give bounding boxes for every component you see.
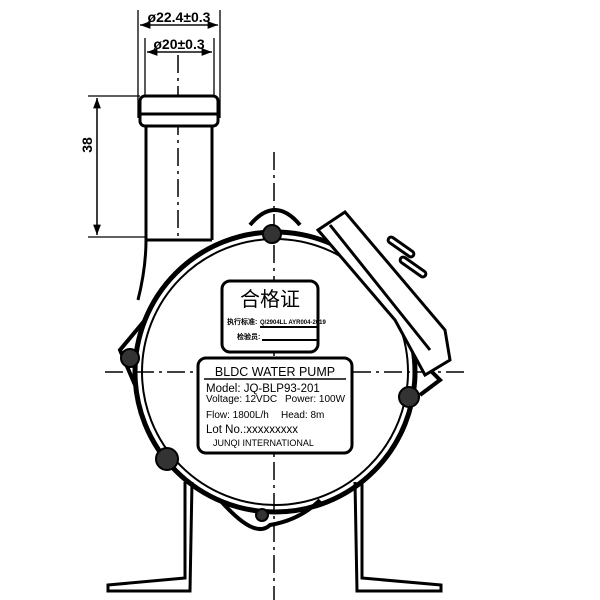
standard-value: Q/2904LL AYR004-2019 bbox=[260, 320, 326, 326]
model: Model: JQ-BLP93-201 bbox=[206, 383, 320, 395]
dimension-lines bbox=[88, 10, 221, 238]
flow: Flow: 1800L/h bbox=[206, 410, 269, 421]
nameplate-label: BLDC WATER PUMP Model: JQ-BLP93-201 Volt… bbox=[196, 356, 354, 455]
certificate-title: 合格证 bbox=[240, 288, 300, 311]
inspector-label: 检验员: bbox=[237, 332, 260, 341]
nameplate-title: BLDC WATER PUMP bbox=[215, 365, 335, 379]
certificate-label: 合格证 执行标准: Q/2904LL AYR004-2019 检验员: bbox=[220, 279, 326, 354]
inner-diameter-label: ø20±0.3 bbox=[153, 36, 204, 52]
standard-label: 执行标准: bbox=[227, 317, 257, 326]
outer-diameter-label: ø22.4±0.3 bbox=[148, 9, 211, 25]
cable-connector bbox=[315, 210, 452, 378]
power: Power: 100W bbox=[285, 394, 346, 405]
mounting-stand bbox=[106, 481, 443, 593]
head: Head: 8m bbox=[281, 410, 324, 421]
screws bbox=[120, 224, 420, 522]
inlet-pipe bbox=[136, 94, 220, 301]
lot-number: Lot No.:xxxxxxxxx bbox=[206, 424, 298, 436]
inlet-length-label: 38 bbox=[79, 137, 95, 153]
voltage: Voltage: 12VDC bbox=[206, 394, 277, 405]
manufacturer: JUNQI INTERNATIONAL bbox=[213, 438, 314, 448]
